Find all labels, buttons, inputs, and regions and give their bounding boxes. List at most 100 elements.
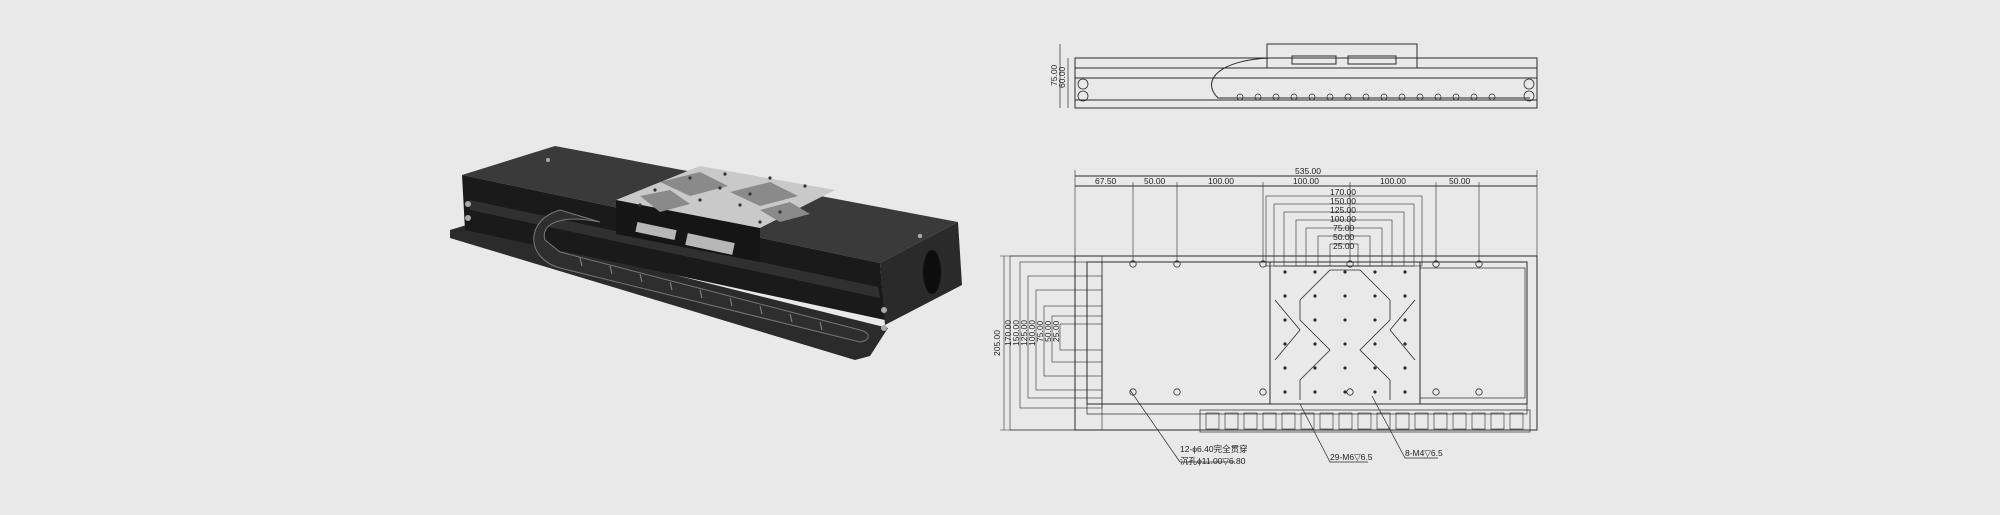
side-chain-link <box>1434 93 1442 101</box>
table-tapped-hole <box>1283 390 1287 394</box>
callout-m6: 29-M6▽6.5 <box>1330 452 1373 462</box>
table-dim-6: 25.00 <box>1333 241 1355 251</box>
side-chain-links <box>1236 93 1496 101</box>
table-tapped-hole <box>1403 318 1407 322</box>
table-dim-5: 50.00 <box>1333 232 1355 242</box>
overall-width-label: 205.00 <box>992 330 1002 356</box>
width-dim-5: 50.00 <box>1043 320 1053 342</box>
width-dim-3: 100.00 <box>1027 320 1037 346</box>
side-chain-link <box>1380 93 1388 101</box>
top-dim-0: 67.50 <box>1095 176 1117 186</box>
side-chain-link <box>1416 93 1424 101</box>
end-screws <box>465 158 923 331</box>
side-chain-link <box>1272 93 1280 101</box>
top-dim-2: 100.00 <box>1208 176 1234 186</box>
table-dim-2: 125.00 <box>1330 205 1356 215</box>
thru-hole <box>1346 260 1354 268</box>
callout-thru-hole-line1: 12-ϕ6.40完全贯穿 <box>1180 444 1248 454</box>
top-view-chain-links <box>1205 412 1524 430</box>
thru-hole <box>1129 260 1137 268</box>
table-tapped-hole <box>1343 294 1347 298</box>
table-tapped-hole <box>1283 342 1287 346</box>
table-tapped-hole <box>1373 270 1377 274</box>
table-tapped-hole <box>1373 390 1377 394</box>
table-tapped-hole <box>1313 390 1317 394</box>
cable-chain-icon <box>533 209 869 343</box>
chain-link <box>1490 412 1505 430</box>
table-tapped-hole <box>1283 294 1287 298</box>
chain-link <box>1452 412 1467 430</box>
table-dim-0: 170.00 <box>1330 187 1356 197</box>
chain-link <box>1433 412 1448 430</box>
table-tapped-hole <box>1313 318 1317 322</box>
front-groove <box>470 200 880 298</box>
top-view-drawing <box>1000 170 1538 463</box>
table-tapped-hole <box>1313 366 1317 370</box>
table-dim-1: 150.00 <box>1330 196 1356 206</box>
table-tapped-hole <box>1343 270 1347 274</box>
side-chain-link <box>1362 93 1370 101</box>
table-tapped-hole <box>1283 270 1287 274</box>
side-chain-link <box>1236 93 1244 101</box>
table-tapped-hole <box>1283 318 1287 322</box>
chain-link <box>1319 412 1334 430</box>
side-chain-link <box>1308 93 1316 101</box>
thru-hole <box>1259 388 1267 396</box>
table-dim-4: 75.00 <box>1333 223 1355 233</box>
chain-link <box>1205 412 1220 430</box>
side-dim-75: 75.00 <box>1049 64 1059 86</box>
table-tapped-hole <box>1313 294 1317 298</box>
side-chain-link <box>1398 93 1406 101</box>
thru-hole <box>1173 388 1181 396</box>
width-dim-4: 75.00 <box>1035 320 1045 342</box>
table-tapped-hole <box>1403 294 1407 298</box>
callout-thru-hole-line2: 沉孔ϕ11.00▽6.80 <box>1180 456 1246 466</box>
end-block <box>880 222 962 325</box>
side-chain-link <box>1488 93 1496 101</box>
chain-link <box>1300 412 1315 430</box>
chain-link <box>1262 412 1277 430</box>
side-chain-link <box>1470 93 1478 101</box>
thru-hole <box>1259 260 1267 268</box>
table-holes <box>638 172 807 224</box>
width-dim-1: 150.00 <box>1011 320 1021 346</box>
side-chain-link <box>1326 93 1334 101</box>
side-dim-60: 60.00 <box>1057 66 1067 88</box>
chain-link <box>1281 412 1296 430</box>
chain-link <box>1338 412 1353 430</box>
chain-link <box>1509 412 1524 430</box>
thru-hole <box>1432 260 1440 268</box>
table-tapped-hole <box>1373 342 1377 346</box>
top-dim-4: 100.00 <box>1380 176 1406 186</box>
chain-link <box>1357 412 1372 430</box>
table-tapped-hole <box>1343 342 1347 346</box>
table-tapped-hole <box>1403 270 1407 274</box>
thru-hole <box>1173 260 1181 268</box>
width-dim-6: 25.00 <box>1051 320 1061 342</box>
table-tapped-hole <box>1313 342 1317 346</box>
stage-3d-render <box>450 146 962 360</box>
chain-link <box>1376 412 1391 430</box>
thru-hole <box>1475 388 1483 396</box>
connector-icon <box>635 221 677 241</box>
chain-links <box>579 257 823 331</box>
chain-link <box>1224 412 1239 430</box>
chain-link <box>1395 412 1410 430</box>
chain-link <box>1414 412 1429 430</box>
table-tapped-hole <box>1283 366 1287 370</box>
table-tapped-hole <box>1403 342 1407 346</box>
thru-hole <box>1475 260 1483 268</box>
db-connector-icon <box>685 233 735 255</box>
table-tapped-hole <box>1403 366 1407 370</box>
top-dim-3: 100.00 <box>1293 176 1319 186</box>
table-dim-3: 100.00 <box>1330 214 1356 224</box>
thru-hole <box>1346 388 1354 396</box>
table-tapped-hole <box>1343 366 1347 370</box>
width-dim-2: 125.00 <box>1019 320 1029 346</box>
table-tapped-hole <box>1373 366 1377 370</box>
side-chain-link <box>1254 93 1262 101</box>
thru-hole <box>1129 388 1137 396</box>
callout-m4: 8-M4▽6.5 <box>1405 448 1443 458</box>
side-chain-link <box>1452 93 1460 101</box>
